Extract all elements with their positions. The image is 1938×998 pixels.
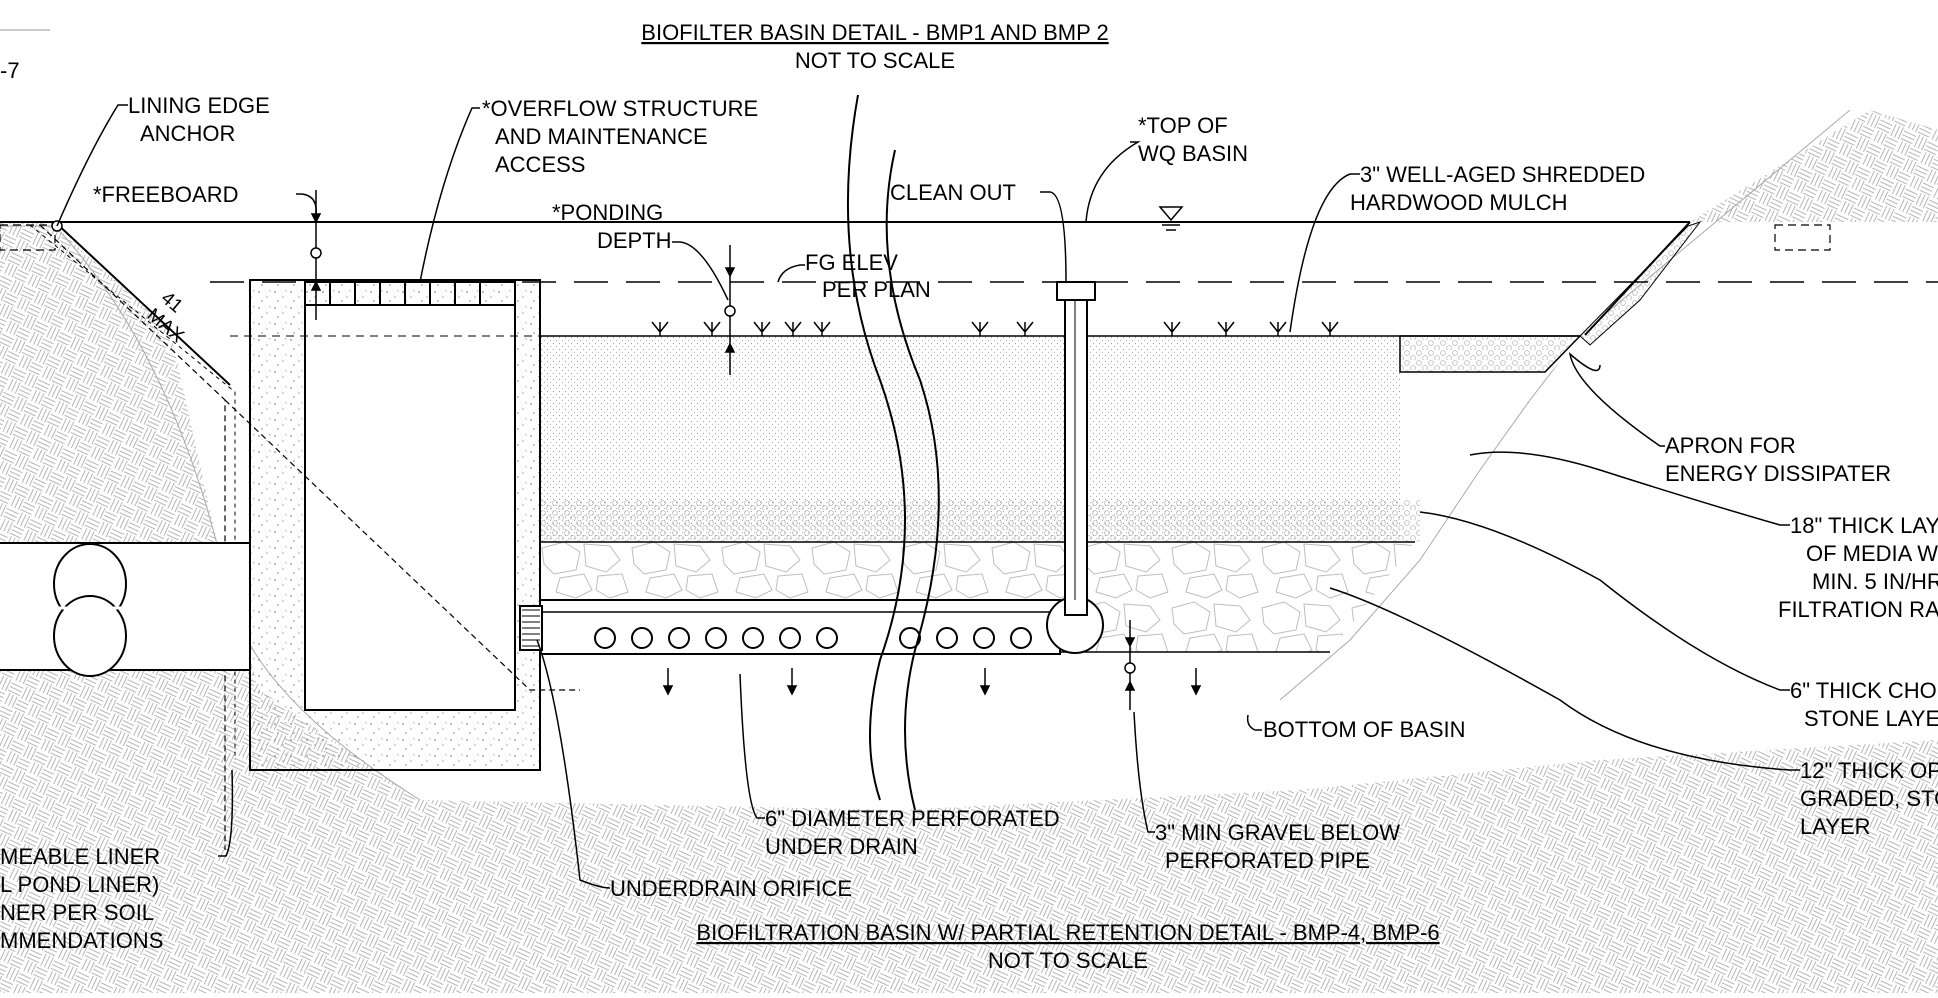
label-bottom-of-basin: BOTTOM OF BASIN — [1263, 717, 1466, 742]
svg-text:PER PLAN: PER PLAN — [822, 277, 931, 302]
svg-text:18" THICK LAYER: 18" THICK LAYER — [1790, 513, 1938, 538]
underdrain-pipe — [519, 596, 1104, 655]
label-top-of-wq-basin: *TOP OF WQ BASIN — [1138, 113, 1248, 166]
svg-text:STONE LAYER: STONE LAYER — [1804, 706, 1938, 731]
label-media-layer: 18" THICK LAYER OF MEDIA WITH MIN. 5 IN/… — [1778, 513, 1938, 622]
svg-text:GRADED, STORAGE: GRADED, STORAGE — [1800, 786, 1938, 811]
svg-text:6" THICK CHOKER: 6" THICK CHOKER — [1790, 678, 1938, 703]
top-title: BIOFILTER BASIN DETAIL - BMP1 AND BMP 2 — [641, 20, 1108, 45]
svg-text:OF MEDIA WITH: OF MEDIA WITH — [1806, 541, 1938, 566]
mulch-symbols — [651, 321, 1339, 336]
grate — [305, 281, 515, 305]
label-ponding-depth: *PONDING DEPTH — [552, 200, 672, 253]
choker-band — [540, 500, 1420, 542]
label-mulch: 3" WELL-AGED SHREDDED HARDWOOD MULCH — [1350, 162, 1645, 215]
svg-text:ACCESS: ACCESS — [495, 152, 585, 177]
svg-text:ANCHOR: ANCHOR — [140, 121, 235, 146]
label-under-drain: 6" DIAMETER PERFORATED UNDER DRAIN — [765, 806, 1060, 859]
gravel-dimension — [1124, 620, 1136, 710]
label-storage-layer: 12" THICK OPEN GRADED, STORAGE LAYER — [1800, 758, 1938, 839]
svg-text:12" THICK OPEN: 12" THICK OPEN — [1800, 758, 1938, 783]
label-choker-layer: 6" THICK CHOKER STONE LAYER — [1790, 678, 1938, 731]
clean-out-riser — [1056, 281, 1096, 616]
leader-lines — [56, 104, 1800, 889]
label-underdrain-orifice: UNDERDRAIN ORIFICE — [610, 876, 852, 901]
lining-anchor-left — [0, 224, 56, 251]
svg-text:DEPTH: DEPTH — [597, 228, 672, 253]
svg-text:LINING EDGE: LINING EDGE — [128, 93, 270, 118]
water-surface-symbol — [1158, 206, 1184, 231]
bottom-subtitle: NOT TO SCALE — [988, 948, 1148, 973]
outlet-pipe — [0, 542, 251, 677]
svg-text:MMENDATIONS: MMENDATIONS — [0, 928, 163, 953]
label-freeboard: *FREEBOARD — [93, 182, 238, 207]
label-overflow-structure: *OVERFLOW STRUCTURE AND MAINTENANCE ACCE… — [482, 96, 758, 177]
svg-text:FG ELEV: FG ELEV — [805, 250, 898, 275]
svg-text:*TOP OF: *TOP OF — [1138, 113, 1228, 138]
svg-text:3" WELL-AGED SHREDDED: 3" WELL-AGED SHREDDED — [1360, 162, 1645, 187]
svg-text:FILTRATION RATE: FILTRATION RATE — [1778, 597, 1938, 622]
svg-text:*PONDING: *PONDING — [552, 200, 663, 225]
overflow-structure — [249, 279, 541, 771]
svg-text:6" DIAMETER PERFORATED: 6" DIAMETER PERFORATED — [765, 806, 1060, 831]
infiltration-arrows — [662, 668, 1202, 696]
svg-text:UNDER DRAIN: UNDER DRAIN — [765, 834, 918, 859]
svg-text:NER PER SOIL: NER PER SOIL — [0, 900, 154, 925]
label-apron: APRON FOR ENERGY DISSIPATER — [1665, 433, 1891, 486]
apron — [1399, 335, 1582, 373]
label-lining-edge-anchor: LINING EDGE ANCHOR — [128, 93, 270, 146]
svg-text:ENERGY DISSIPATER: ENERGY DISSIPATER — [1665, 461, 1891, 486]
svg-text:PERFORATED PIPE: PERFORATED PIPE — [1165, 848, 1370, 873]
ponding-dimension — [724, 245, 736, 375]
svg-text:MIN. 5 IN/HR: MIN. 5 IN/HR — [1812, 569, 1938, 594]
label-fg-elev: FG ELEV PER PLAN — [805, 250, 931, 302]
svg-text:3" MIN GRAVEL BELOW: 3" MIN GRAVEL BELOW — [1155, 820, 1400, 845]
svg-text:WQ BASIN: WQ BASIN — [1138, 141, 1248, 166]
svg-text:*OVERFLOW STRUCTURE: *OVERFLOW STRUCTURE — [482, 96, 758, 121]
label-clean-out: CLEAN OUT — [890, 180, 1016, 205]
svg-text:MEABLE LINER: MEABLE LINER — [0, 844, 160, 869]
orifice-cap — [519, 605, 543, 651]
top-subtitle: NOT TO SCALE — [795, 48, 955, 73]
svg-text:L POND LINER): L POND LINER) — [0, 872, 159, 897]
label-liner: MEABLE LINER L POND LINER) NER PER SOIL … — [0, 844, 163, 953]
edge-fragment: -7 — [0, 58, 20, 83]
break-lines — [847, 94, 940, 811]
bottom-title: BIOFILTRATION BASIN W/ PARTIAL RETENTION… — [696, 920, 1439, 945]
svg-text:LAYER: LAYER — [1800, 814, 1871, 839]
svg-text:AND MAINTENANCE: AND MAINTENANCE — [495, 124, 708, 149]
svg-text:APRON FOR: APRON FOR — [1665, 433, 1796, 458]
label-gravel-below-pipe: 3" MIN GRAVEL BELOW PERFORATED PIPE — [1155, 820, 1400, 873]
lining-anchor-right — [1774, 224, 1831, 251]
perforations — [594, 627, 1032, 649]
svg-text:HARDWOOD MULCH: HARDWOOD MULCH — [1350, 190, 1568, 215]
